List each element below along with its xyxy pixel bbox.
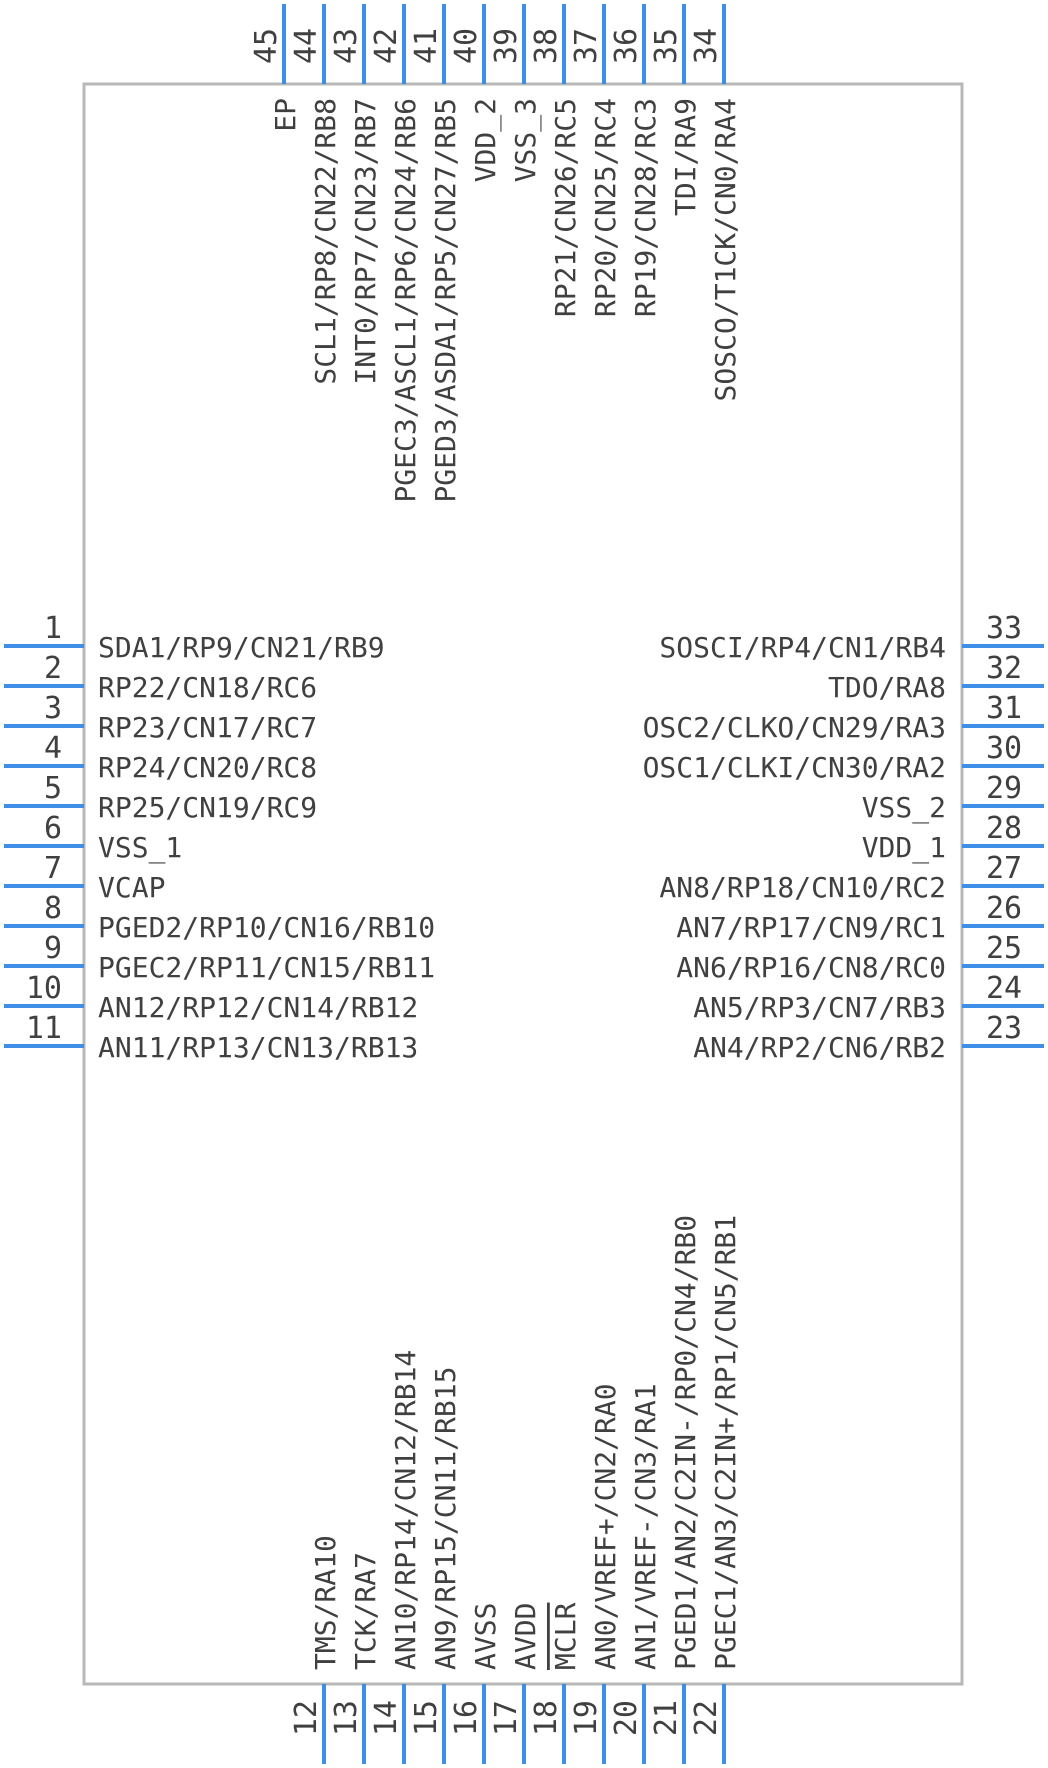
pin-43-number: 43 <box>329 28 364 64</box>
pin-38-number: 38 <box>529 28 564 64</box>
pin-4-number: 4 <box>44 731 62 766</box>
pin-26-number: 26 <box>986 891 1022 926</box>
pin-7-number: 7 <box>44 851 62 886</box>
pin-13-label: TCK/RA7 <box>349 1552 382 1670</box>
pin-19-number: 19 <box>569 1700 604 1736</box>
pin-35-number: 35 <box>649 28 684 64</box>
pin-10-number: 10 <box>26 971 62 1006</box>
pin-17-number: 17 <box>489 1700 524 1736</box>
pin-33-number: 33 <box>986 611 1022 646</box>
pin-14-number: 14 <box>369 1700 404 1736</box>
pin-25-label: AN6/RP16/CN8/RC0 <box>676 951 946 984</box>
pin-36-number: 36 <box>609 28 644 64</box>
pin-13-number: 13 <box>329 1700 364 1736</box>
pin-12-number: 12 <box>289 1700 324 1736</box>
pin-30-number: 30 <box>986 731 1022 766</box>
pin-27-label: AN8/RP18/CN10/RC2 <box>659 871 946 904</box>
pin-12-label: TMS/RA10 <box>309 1535 342 1670</box>
pin-25-number: 25 <box>986 931 1022 966</box>
pin-21-number: 21 <box>649 1700 684 1736</box>
pin-8-number: 8 <box>44 891 62 926</box>
pin-16-number: 16 <box>449 1700 484 1736</box>
pin-1-label: SDA1/RP9/CN21/RB9 <box>98 631 385 664</box>
pin-37-number: 37 <box>569 28 604 64</box>
pin-4-label: RP24/CN20/RC8 <box>98 751 317 784</box>
pin-21-label: PGED1/AN2/C2IN-/RP0/CN4/RB0 <box>669 1215 702 1670</box>
pin-6-number: 6 <box>44 811 62 846</box>
pin-34-label: SOSCO/T1CK/CN0/RA4 <box>709 98 742 401</box>
pin-5-number: 5 <box>44 771 62 806</box>
pin-28-number: 28 <box>986 811 1022 846</box>
pin-8-label: PGED2/RP10/CN16/RB10 <box>98 911 435 944</box>
pin-9-number: 9 <box>44 931 62 966</box>
pin-32-label: TDO/RA8 <box>828 671 946 704</box>
pin-27-number: 27 <box>986 851 1022 886</box>
pin-24-label: AN5/RP3/CN7/RB3 <box>693 991 946 1024</box>
pin-35-label: TDI/RA9 <box>669 98 702 216</box>
component-body <box>82 82 964 1686</box>
pin-39-label: VSS_3 <box>509 98 543 182</box>
pin-7-label: VCAP <box>98 871 165 904</box>
pin-20-label: AN1/VREF-/CN3/RA1 <box>629 1383 662 1670</box>
pin-42-number: 42 <box>369 28 404 64</box>
pin-11-label: AN11/RP13/CN13/RB13 <box>98 1031 418 1064</box>
pin-15-number: 15 <box>409 1700 444 1736</box>
pin-29-number: 29 <box>986 771 1022 806</box>
pin-42-label: PGEC3/ASCL1/RP6/CN24/RB6 <box>389 98 422 503</box>
pin-19-label: AN0/VREF+/CN2/RA0 <box>589 1383 622 1670</box>
pin-17-label: AVDD <box>509 1603 542 1670</box>
pin-1-number: 1 <box>44 611 62 646</box>
pin-41-label: PGED3/ASDA1/RP5/CN27/RB5 <box>429 98 462 503</box>
pin-20-number: 20 <box>609 1700 644 1736</box>
pin-22-label: PGEC1/AN3/C2IN+/RP1/CN5/RB1 <box>709 1215 742 1670</box>
pin-5-label: RP25/CN19/RC9 <box>98 791 317 824</box>
pin-41-number: 41 <box>409 28 444 64</box>
pin-26-label: AN7/RP17/CN9/RC1 <box>676 911 946 944</box>
pin-18-number: 18 <box>529 1700 564 1736</box>
pin-11-number: 11 <box>26 1011 62 1046</box>
pin-44-label: SCL1/RP8/CN22/RB8 <box>309 98 342 385</box>
pin-10-label: AN12/RP12/CN14/RB12 <box>98 991 418 1024</box>
pin-45-label: EP <box>269 98 302 132</box>
pin-30-label: OSC1/CLKI/CN30/RA2 <box>643 751 946 784</box>
pin-16-label: AVSS <box>469 1603 502 1670</box>
pin-2-label: RP22/CN18/RC6 <box>98 671 317 704</box>
pin-36-label: RP19/CN28/RC3 <box>629 98 662 317</box>
pin-37-label: RP20/CN25/RC4 <box>589 98 622 317</box>
pin-9-label: PGEC2/RP11/CN15/RB11 <box>98 951 435 984</box>
pin-22-number: 22 <box>689 1700 724 1736</box>
pin-3-number: 3 <box>44 691 62 726</box>
pin-29-label: VSS_2 <box>862 791 946 825</box>
pin-6-label: VSS_1 <box>98 831 182 865</box>
pin-15-label: AN9/RP15/CN11/RB15 <box>429 1367 462 1670</box>
pin-45-number: 45 <box>249 28 284 64</box>
pin-23-number: 23 <box>986 1011 1022 1046</box>
pin-40-label: VDD_2 <box>469 98 503 182</box>
pin-31-number: 31 <box>986 691 1022 726</box>
pin-39-number: 39 <box>489 28 524 64</box>
pin-14-label: AN10/RP14/CN12/RB14 <box>389 1350 422 1670</box>
pin-33-label: SOSCI/RP4/CN1/RB4 <box>659 631 946 664</box>
pin-28-label: VDD_1 <box>862 831 946 865</box>
pin-2-number: 2 <box>44 651 62 686</box>
pin-18-label: MCLR <box>549 1602 582 1670</box>
pin-38-label: RP21/CN26/RC5 <box>549 98 582 317</box>
pin-24-number: 24 <box>986 971 1022 1006</box>
pin-34-number: 34 <box>689 28 724 64</box>
pin-3-label: RP23/CN17/RC7 <box>98 711 317 744</box>
pin-43-label: INT0/RP7/CN23/RB7 <box>349 98 382 385</box>
pin-31-label: OSC2/CLKO/CN29/RA3 <box>643 711 946 744</box>
pin-32-number: 32 <box>986 651 1022 686</box>
pin-44-number: 44 <box>289 28 324 64</box>
pin-40-number: 40 <box>449 28 484 64</box>
pin-23-label: AN4/RP2/CN6/RB2 <box>693 1031 946 1064</box>
